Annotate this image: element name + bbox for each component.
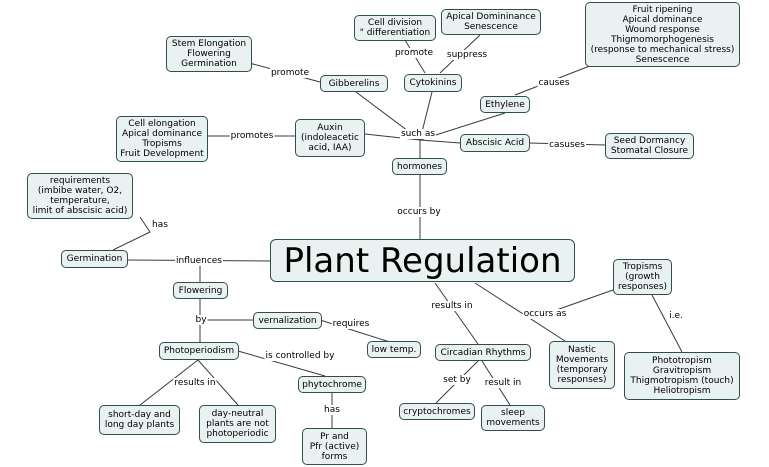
link-suppress: suppress bbox=[445, 50, 489, 60]
connector bbox=[237, 350, 326, 377]
requirements-node: requirements (imbibe water, O2, temperat… bbox=[27, 173, 133, 219]
link-promotes: promotes bbox=[229, 131, 275, 141]
connector bbox=[651, 294, 683, 353]
abscisic-acid-node: Abscisic Acid bbox=[460, 134, 530, 152]
circadian-rhythms-node: Circadian Rhythms bbox=[435, 344, 531, 361]
ethylene-effects-node: Fruit ripening Apical dominance Wound re… bbox=[585, 2, 740, 67]
link-results-in: results in bbox=[430, 301, 474, 311]
short-day-node: short-day and long day plants bbox=[99, 405, 180, 435]
connector bbox=[197, 359, 239, 406]
link-such-as: such as bbox=[399, 129, 437, 139]
hormones-node: hormones bbox=[392, 158, 447, 175]
cell-division-node: Cell division " differentiation bbox=[354, 15, 436, 41]
link-results-in-photoperiodism: results in bbox=[173, 378, 217, 388]
day-neutral-node: day-neutral plants are not photoperiodic bbox=[199, 405, 276, 443]
link-causes: causes bbox=[537, 78, 571, 88]
link-has-phytochrome: has bbox=[323, 405, 341, 415]
pr-pfr-node: Pr and Pfr (active) forms bbox=[302, 428, 367, 465]
link-promote-cytokinins: promote bbox=[393, 48, 435, 58]
link-occurs-as: occurs as bbox=[522, 309, 568, 319]
link-casuses: casuses bbox=[548, 140, 586, 150]
link-result-in: result in bbox=[483, 378, 523, 388]
connector bbox=[139, 216, 151, 233]
sleep-movements-node: sleep movements bbox=[481, 405, 545, 431]
flowering-node: Flowering bbox=[173, 282, 228, 299]
low-temp-node: low temp. bbox=[367, 341, 421, 358]
central-topic-node: Plant Regulation bbox=[270, 239, 575, 282]
photoperiodism-node: Photoperiodism bbox=[159, 342, 239, 360]
vernalization-node: vernalization bbox=[253, 312, 322, 329]
connector bbox=[364, 133, 421, 141]
cytokinins-node: Cytokinins bbox=[404, 74, 462, 92]
link-has: has bbox=[151, 220, 169, 230]
seed-dormancy-node: Seed Dormancy Stomatal Closure bbox=[605, 133, 694, 159]
tropism-types-node: Phototropism Gravitropism Thigmotropism … bbox=[624, 352, 740, 400]
connector bbox=[139, 359, 199, 406]
link-influences: influences bbox=[175, 256, 223, 266]
nastic-movements-node: Nastic Movements (temporary responses) bbox=[549, 341, 615, 389]
connector bbox=[434, 282, 479, 345]
gibberelins-node: Gibberelins bbox=[320, 75, 388, 92]
link-set-by: set by bbox=[442, 375, 472, 385]
connector bbox=[419, 139, 461, 144]
germination-node: Germination bbox=[61, 250, 128, 268]
phytochrome-node: phytochrome bbox=[298, 376, 366, 393]
ethylene-node: Ethylene bbox=[480, 96, 530, 113]
tropisms-node: Tropisms (growth responses) bbox=[613, 259, 672, 295]
link-by: by bbox=[194, 315, 208, 325]
auxin-node: Auxin (indoleacetic acid, IAA) bbox=[295, 119, 365, 157]
connector bbox=[112, 231, 151, 251]
link-promote: promote bbox=[269, 68, 311, 78]
link-occurs-by: occurs by bbox=[396, 207, 442, 217]
connector bbox=[474, 282, 566, 342]
link-ie: i.e. bbox=[668, 311, 684, 321]
link-is-controlled-by: is controlled by bbox=[264, 351, 336, 361]
auxin-effects-node: Cell elongation Apical dominance Tropism… bbox=[116, 116, 208, 162]
apical-dominance-node: Apical Domininance Senescence bbox=[441, 9, 541, 35]
link-requires: requires bbox=[331, 319, 371, 329]
gibberelin-effects-node: Stem Elongation Flowering Germination bbox=[166, 36, 252, 72]
cryptochromes-node: cryptochromes bbox=[399, 403, 475, 420]
